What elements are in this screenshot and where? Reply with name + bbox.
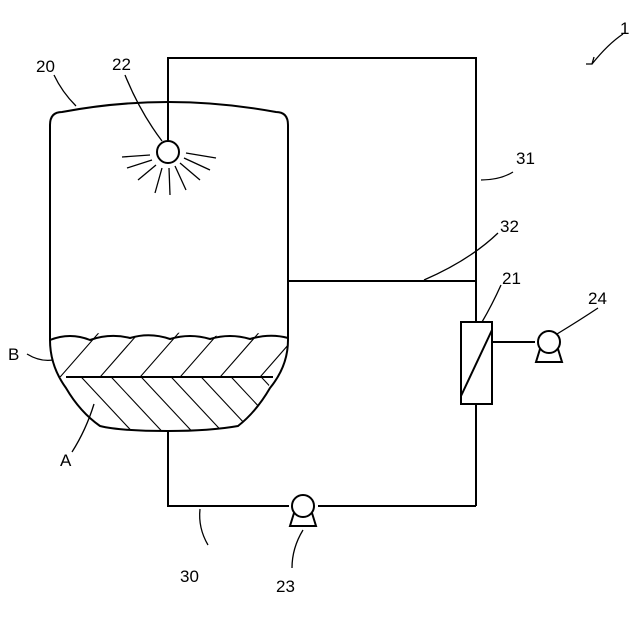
spray-nozzle-label: 22 [112, 55, 131, 74]
lower-layer-label: A [60, 451, 72, 470]
circulation-line-label: 30 [180, 567, 199, 586]
service-pump [536, 331, 562, 362]
circulation-pump-label: 23 [276, 577, 295, 596]
return-line [168, 58, 476, 322]
circulation-pump [290, 495, 316, 526]
leader-lines [27, 34, 623, 568]
spray-nozzle [122, 141, 216, 195]
heat-exchanger-label: 21 [502, 269, 521, 288]
heat-exchanger [461, 322, 492, 404]
return-line-label: 31 [516, 149, 535, 168]
liquid-surface [50, 335, 288, 340]
service-pump-label: 24 [588, 289, 607, 308]
vessel-label: 20 [36, 57, 55, 76]
system-label: 1 [620, 19, 629, 38]
circulation-line [168, 404, 476, 506]
branch-line-label: 32 [500, 217, 519, 236]
upper-layer-label: B [8, 345, 19, 364]
